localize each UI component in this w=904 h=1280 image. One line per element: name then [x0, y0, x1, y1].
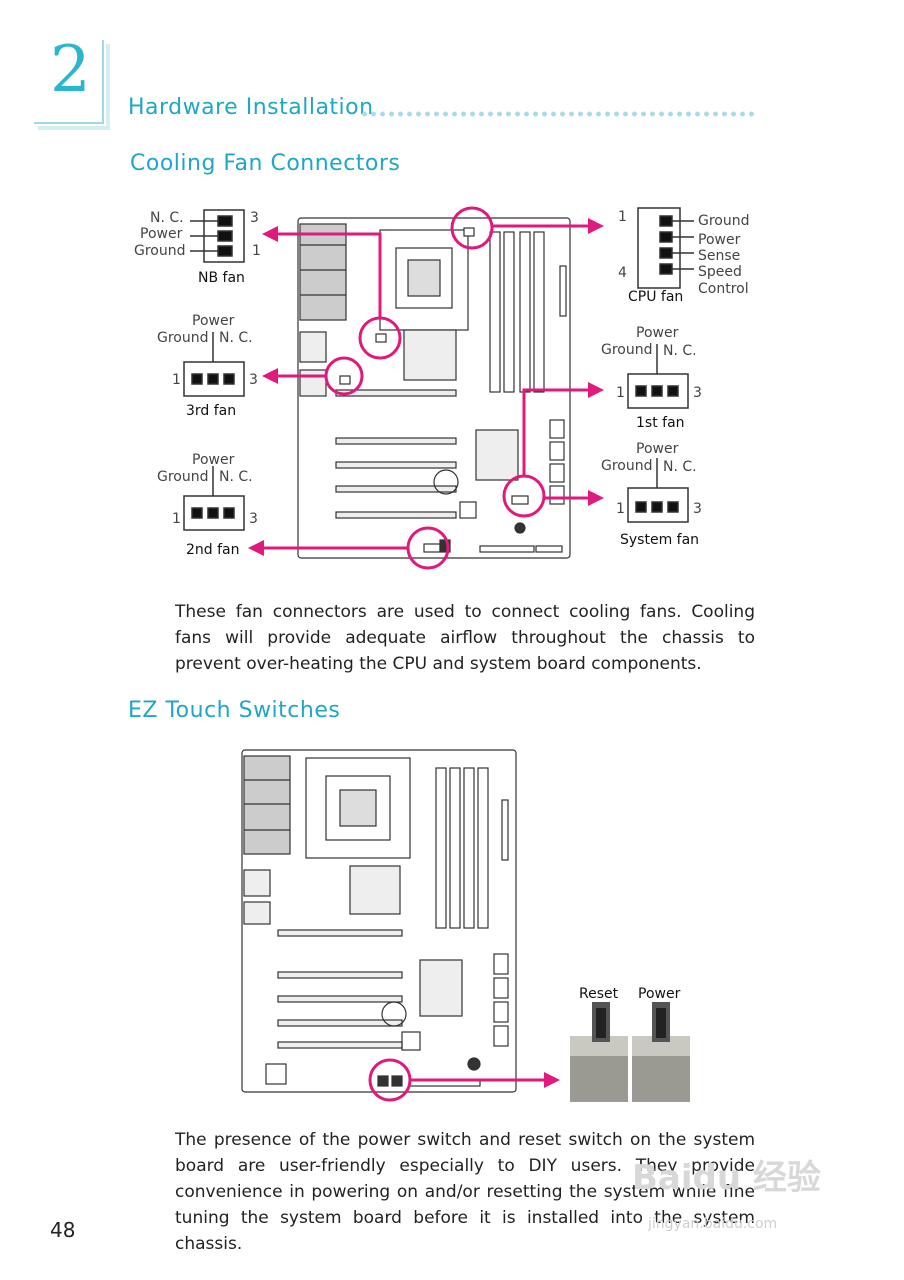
- chapter-box-shadow: [38, 44, 110, 130]
- page-number: 48: [50, 1218, 76, 1242]
- sysfan-nc: N. C.: [663, 459, 697, 475]
- section-title: Hardware Installation: [128, 95, 374, 120]
- power-switch-photo: [632, 1002, 690, 1102]
- fan-system-connector: [627, 487, 689, 523]
- fan3-pin-right: 3: [249, 372, 258, 388]
- power-label: Power: [638, 986, 681, 1002]
- sysfan-label: System fan: [620, 532, 700, 548]
- cpu-pin-top-number: 1: [618, 209, 627, 225]
- nb-fan-connector: [190, 209, 245, 263]
- cooling-fan-diagram: [183, 206, 694, 570]
- fan3-nc: N. C.: [219, 330, 253, 346]
- cooling-paragraph: These fan connectors are used to connect…: [175, 602, 755, 674]
- nb-pin-nc: N. C.: [150, 210, 184, 226]
- cpu-pin-power: Power: [698, 232, 741, 248]
- baidu-watermark: Baidu 经验: [632, 1158, 821, 1198]
- fan3-power: Power: [192, 313, 235, 329]
- fan3-label: 3rd fan: [186, 403, 237, 419]
- fan2-nc: N. C.: [219, 469, 253, 485]
- ez-switch-diagram: [241, 749, 690, 1102]
- cpu-pin-ground: Ground: [698, 213, 750, 229]
- chapter-box: [34, 40, 104, 124]
- cpu-pin-bottom-number: 4: [618, 265, 627, 281]
- motherboard-2: [241, 749, 517, 1093]
- fan2-power: Power: [192, 452, 235, 468]
- fan1-power: Power: [636, 325, 679, 341]
- cooling-heading: Cooling Fan Connectors: [130, 151, 401, 176]
- sysfan-pin-right: 3: [693, 501, 702, 517]
- baidu-watermark-url: jingyan.baidu.com: [648, 1216, 778, 1232]
- fan3-pin-left: 1: [172, 372, 181, 388]
- fan-1st-connector: [627, 373, 689, 409]
- title-dot-leader: [360, 110, 756, 118]
- cpu-pin-speed: Speed: [698, 264, 742, 280]
- nb-pin-ground: Ground: [134, 243, 186, 259]
- fan-2nd-connector: [183, 495, 245, 531]
- fan3-ground: Ground: [157, 330, 209, 346]
- nb-pin-power: Power: [140, 226, 183, 242]
- cpu-fan-connector: [637, 207, 694, 289]
- fan1-nc: N. C.: [663, 343, 697, 359]
- motherboard-1: [297, 217, 571, 559]
- cpu-pin-control: Control: [698, 281, 749, 297]
- chapter-number: 2: [50, 33, 91, 107]
- fan2-pin-left: 1: [172, 511, 181, 527]
- fan1-label: 1st fan: [636, 415, 685, 431]
- callouts-2: [368, 1058, 544, 1102]
- cpu-fan-label: CPU fan: [628, 289, 684, 305]
- fan-3rd-connector: [183, 361, 245, 397]
- cpu-pin-sense: Sense: [698, 248, 741, 264]
- sysfan-ground: Ground: [601, 458, 653, 474]
- nb-pin-bottom-number: 1: [252, 243, 261, 259]
- fan2-pin-right: 3: [249, 511, 258, 527]
- fan2-label: 2nd fan: [186, 542, 240, 558]
- reset-label: Reset: [579, 986, 619, 1002]
- fan1-ground: Ground: [601, 342, 653, 358]
- nb-pin-top-number: 3: [250, 210, 259, 226]
- ez-paragraph: The presence of the power switch and res…: [175, 1130, 755, 1254]
- callouts-1: [262, 206, 590, 570]
- fan1-pin-left: 1: [616, 385, 625, 401]
- fan2-ground: Ground: [157, 469, 209, 485]
- reset-switch-photo: [570, 1002, 628, 1102]
- sysfan-power: Power: [636, 441, 679, 457]
- ez-heading: EZ Touch Switches: [128, 698, 341, 723]
- fan1-pin-right: 3: [693, 385, 702, 401]
- sysfan-pin-left: 1: [616, 501, 625, 517]
- nb-fan-label: NB fan: [198, 270, 245, 286]
